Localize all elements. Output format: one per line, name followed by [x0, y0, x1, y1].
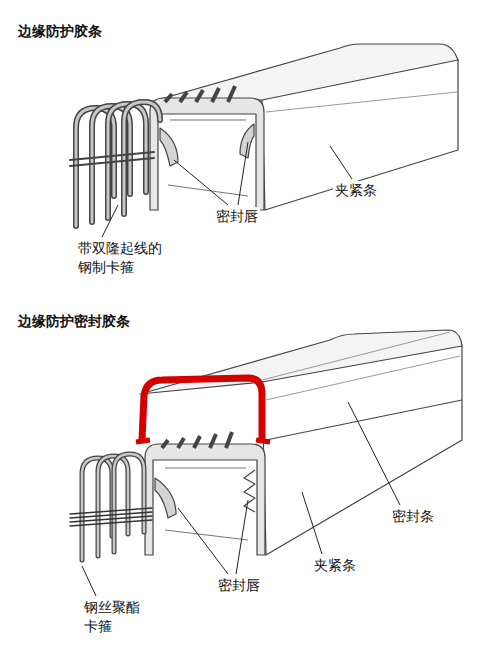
part-label: 钢丝聚酯 卡箍: [82, 598, 150, 636]
red-seal: [136, 332, 450, 442]
wire-clip: [70, 454, 152, 560]
leader-lines: [82, 402, 400, 596]
leader-lines: [102, 142, 352, 237]
part-label: 密封唇: [216, 576, 262, 595]
part-label: 密封条: [390, 507, 436, 526]
part-label: 密封唇: [214, 207, 260, 226]
part-label: 带双隆起线的 钢制卡箍: [76, 239, 172, 277]
section-heading: 边缘防护胶条: [18, 22, 102, 41]
section-heading: 边缘防护密封胶条: [18, 312, 130, 331]
part-label: 夹紧条: [312, 556, 358, 575]
edge-trim-profile: [150, 44, 458, 210]
steel-clip: [70, 102, 160, 226]
part-label: 夹紧条: [333, 181, 379, 200]
